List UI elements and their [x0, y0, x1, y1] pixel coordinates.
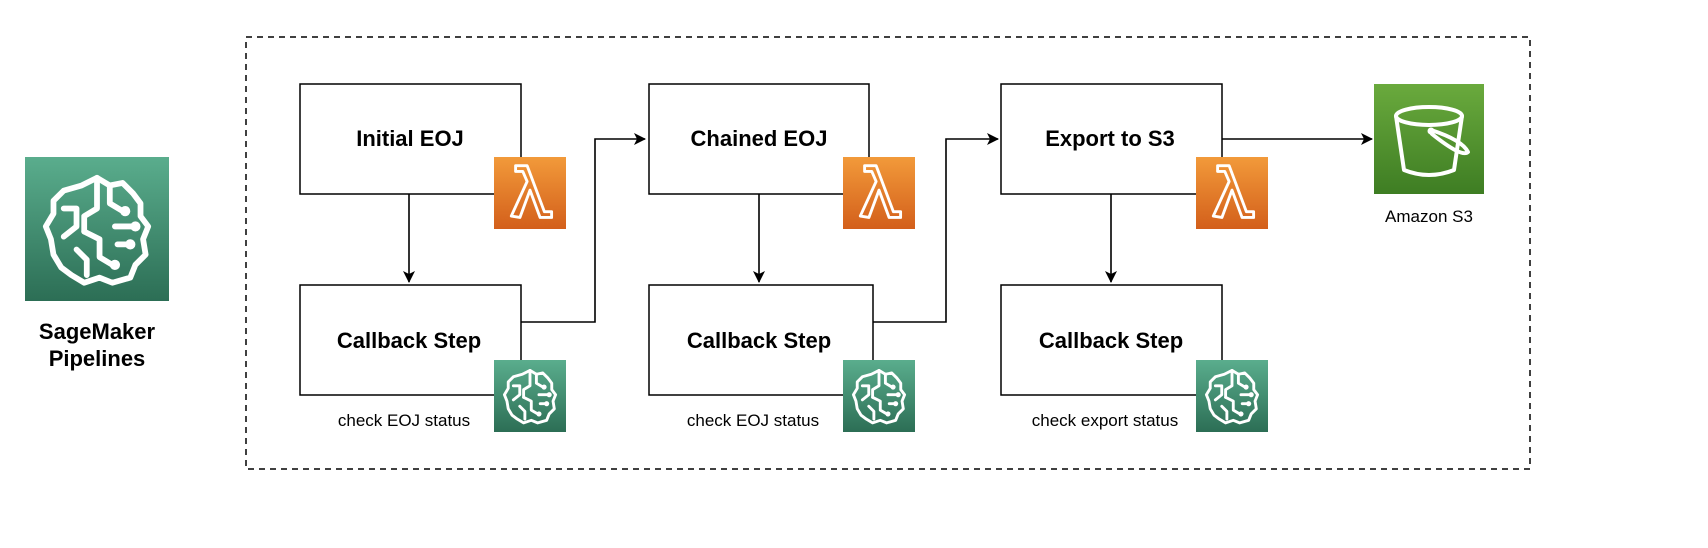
callback-step-2: Callback Step [648, 284, 874, 396]
arrow-callback1-to-chained [521, 133, 646, 323]
callback-step-1-caption: check EOJ status [338, 411, 470, 430]
callback-step-2-caption: check EOJ status [687, 411, 819, 430]
step-initial-eoj: Initial EOJ [299, 83, 522, 195]
callback-step-3: Callback Step [1000, 284, 1223, 396]
lambda-icon [494, 157, 566, 229]
step-chained-eoj-title: Chained EOJ [691, 126, 828, 151]
pipeline-container [245, 36, 1531, 470]
service-name-line2: Pipelines [49, 346, 146, 371]
sagemaker-brain-icon [494, 360, 566, 432]
arrow-callback2-to-export [873, 133, 999, 323]
service-name-line1: SageMaker [39, 319, 156, 344]
s3-bucket-icon [1374, 84, 1484, 194]
step-export-to-s3: Export to S3 [1000, 83, 1223, 195]
lambda-icon [1196, 157, 1268, 229]
sagemaker-pipelines-icon [25, 157, 169, 301]
step-initial-eoj-title: Initial EOJ [356, 126, 464, 151]
callback-step-1-title: Callback Step [337, 328, 481, 353]
sagemaker-brain-icon [1196, 360, 1268, 432]
callback-step-2-title: Callback Step [687, 328, 831, 353]
step-export-to-s3-title: Export to S3 [1045, 126, 1175, 151]
callback-step-1: Callback Step [299, 284, 522, 396]
step-chained-eoj: Chained EOJ [648, 83, 870, 195]
sagemaker-brain-icon [843, 360, 915, 432]
callback-step-3-caption: check export status [1032, 411, 1178, 430]
connectors [403, 133, 1373, 323]
lambda-icon [843, 157, 915, 229]
callback-step-3-title: Callback Step [1039, 328, 1183, 353]
s3-label: Amazon S3 [1385, 207, 1473, 226]
